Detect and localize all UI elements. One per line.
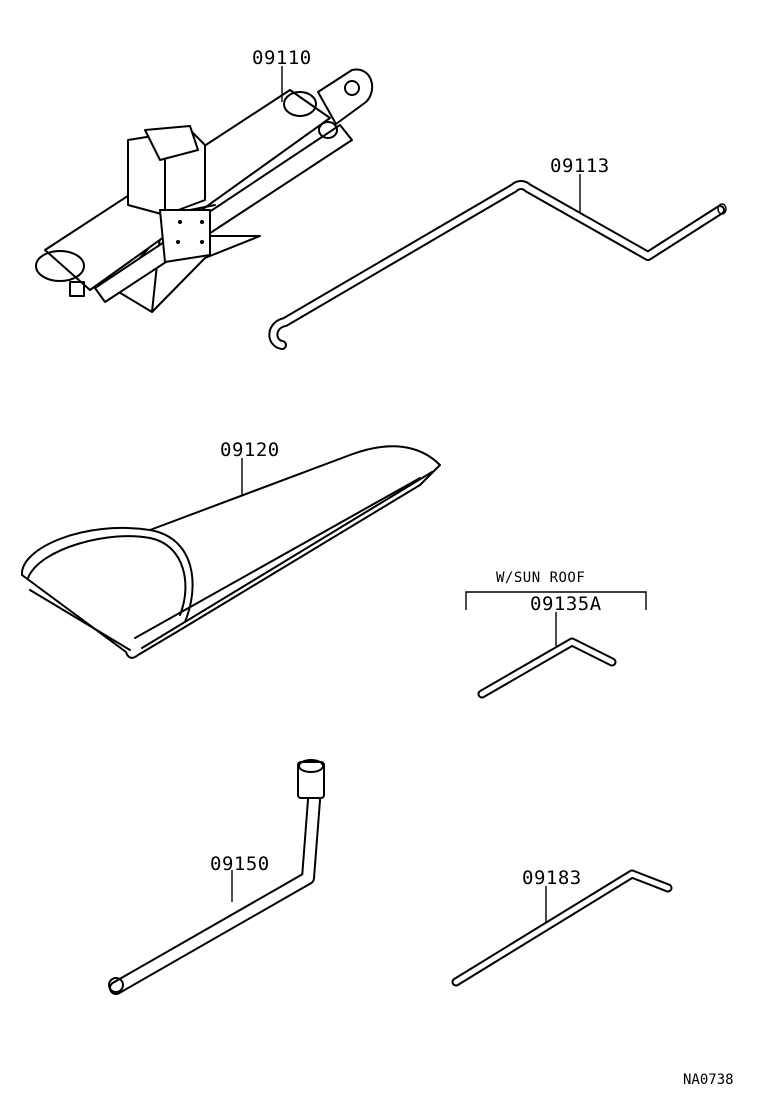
tool-bag-drawing	[20, 445, 441, 659]
sunroof-wrench-drawing	[477, 637, 617, 699]
reference-code: NA0738	[683, 1072, 734, 1088]
part-number-09113: 09113	[550, 155, 610, 177]
condition-bracket	[465, 591, 647, 610]
cap-remover-drawing	[451, 869, 673, 987]
part-number-09150: 09150	[210, 853, 270, 875]
lug-wrench-drawing	[108, 759, 325, 995]
jack-handle-drawing	[268, 180, 727, 350]
part-number-09110: 09110	[252, 47, 312, 69]
sunroof-condition-note: W/SUN ROOF	[496, 570, 585, 586]
part-number-09120: 09120	[220, 439, 280, 461]
part-number-09135A: 09135A	[530, 593, 602, 615]
jack-drawing	[35, 68, 374, 313]
part-number-09183: 09183	[522, 867, 582, 889]
